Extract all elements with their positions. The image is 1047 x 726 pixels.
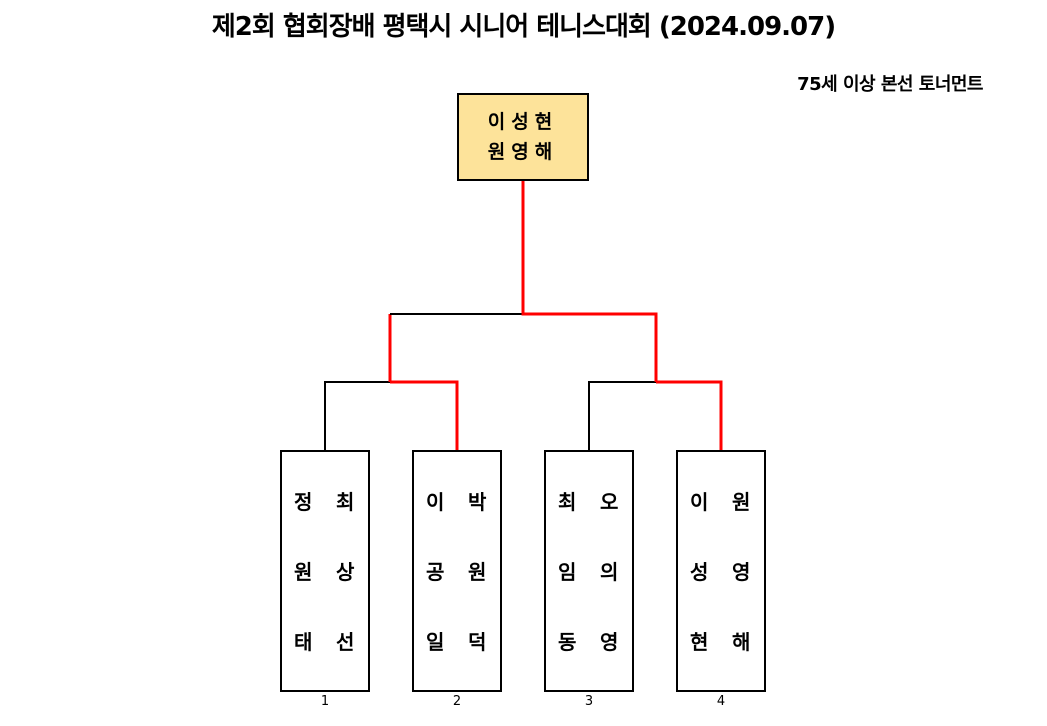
- name-char: 원: [732, 490, 751, 514]
- seed-number: 3: [584, 694, 594, 709]
- name-char: 현: [690, 630, 709, 654]
- bracket-subtitle: 75세 이상 본선 토너먼트: [797, 74, 983, 95]
- name-char: 원: [294, 560, 313, 584]
- name-char: 해: [732, 630, 751, 654]
- seed-number: 1: [320, 694, 330, 709]
- name-char: 이: [426, 490, 445, 514]
- champion-box: 이성현 원영해: [457, 93, 589, 181]
- name-char: 덕: [468, 630, 487, 654]
- bracket-line: [521, 181, 658, 382]
- name-char: 동: [558, 630, 577, 654]
- name-char: 상: [336, 560, 355, 584]
- name-char: 이: [690, 490, 709, 514]
- bracket-line: [324, 381, 390, 450]
- name-char: 선: [336, 630, 355, 654]
- page-title: 제2회 협회장배 평택시 시니어 테니스대회 (2024.09.07): [211, 12, 836, 42]
- name-char: 일: [426, 630, 445, 654]
- seed-number: 2: [452, 694, 462, 709]
- bracket-line: [390, 380, 459, 450]
- name-char: 영: [600, 630, 619, 654]
- bracket-line: [588, 381, 656, 450]
- name-char: 영: [732, 560, 751, 584]
- name-char: 의: [600, 560, 619, 584]
- name-char: 오: [600, 490, 619, 514]
- name-char: 성: [690, 560, 709, 584]
- name-char: 원: [468, 560, 487, 584]
- champion-line-1: 이성현: [487, 111, 559, 133]
- name-char: 태: [294, 630, 313, 654]
- name-char: 최: [336, 490, 355, 514]
- name-char: 정: [294, 490, 313, 514]
- name-char: 임: [558, 560, 577, 584]
- seed-number: 4: [716, 694, 726, 709]
- champion-line-2: 원영해: [487, 141, 559, 163]
- bracket-line: [656, 380, 723, 450]
- name-char: 최: [558, 490, 577, 514]
- name-char: 박: [468, 490, 487, 514]
- name-char: 공: [426, 560, 445, 584]
